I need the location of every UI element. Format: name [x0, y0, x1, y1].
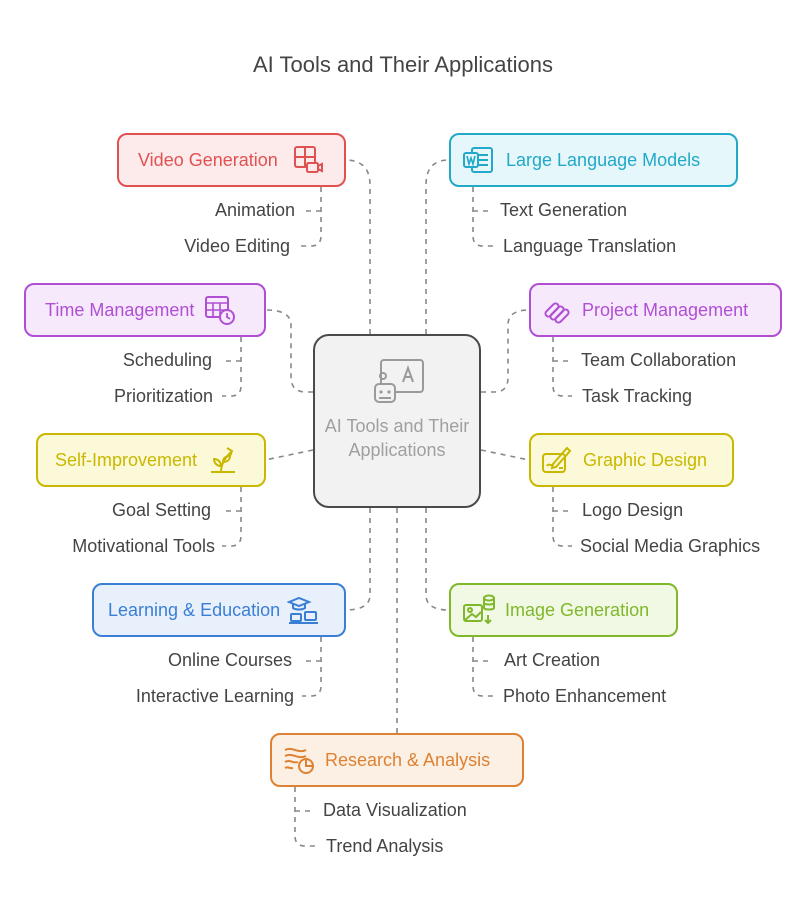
- node-label: Project Management: [582, 299, 749, 320]
- pen-drawing-icon: [542, 446, 572, 473]
- node-large-language-models[interactable]: Large Language Models: [449, 133, 738, 187]
- node-graphic-design[interactable]: Graphic Design: [529, 433, 734, 487]
- node-label: Large Language Models: [506, 149, 701, 170]
- node-label: Time Management: [45, 299, 195, 320]
- node-self-improvement[interactable]: Self-Improvement: [36, 433, 266, 487]
- robot-text-icon: [374, 359, 424, 403]
- node-research-analysis[interactable]: Research & Analysis: [270, 733, 524, 787]
- sub-item: Trend Analysis: [326, 836, 444, 856]
- graduation-laptop-icon: [287, 596, 319, 624]
- node-image-generation[interactable]: Image Generation: [449, 583, 678, 637]
- node-label: Image Generation: [505, 599, 650, 620]
- node-label: Self-Improvement: [55, 449, 198, 470]
- node-label: Graphic Design: [583, 449, 708, 470]
- center-node[interactable]: AI Tools and Their Applications: [313, 334, 481, 508]
- sub-item: Photo Enhancement: [503, 686, 667, 706]
- node-label: Learning & Education: [108, 599, 281, 620]
- sub-item: Prioritization: [113, 386, 213, 406]
- diagram-title: AI Tools and Their Applications: [252, 52, 554, 77]
- video-layout-icon: [293, 146, 323, 173]
- image-database-icon: [463, 594, 495, 625]
- node-video-generation[interactable]: Video Generation: [117, 133, 346, 187]
- sub-item: Art Creation: [504, 650, 601, 670]
- sub-item: Goal Setting: [111, 500, 211, 520]
- sub-item: Social Media Graphics: [580, 536, 761, 556]
- center-label: AI Tools and Their Applications: [324, 416, 470, 460]
- sub-item: Text Generation: [500, 200, 628, 220]
- sub-item: Online Courses: [167, 650, 292, 670]
- node-label: Research & Analysis: [325, 749, 491, 770]
- node-time-management[interactable]: Time Management: [24, 283, 266, 337]
- document-word-icon: [463, 147, 493, 173]
- sub-item: Video Editing: [184, 236, 290, 256]
- calendar-clock-icon: [205, 296, 236, 325]
- stacked-bars-icon: [544, 302, 570, 324]
- sub-item: Motivational Tools: [72, 536, 215, 556]
- sub-item: Animation: [214, 200, 295, 220]
- sub-item: Scheduling: [122, 350, 212, 370]
- node-label: Video Generation: [138, 149, 278, 170]
- growth-plant-icon: [211, 447, 236, 473]
- sub-item: Data Visualization: [323, 800, 467, 820]
- sub-item: Logo Design: [582, 500, 684, 520]
- sub-item: Interactive Learning: [135, 686, 294, 706]
- sub-item: Language Translation: [503, 236, 677, 256]
- node-project-management[interactable]: Project Management: [529, 283, 782, 337]
- sub-item: Team Collaboration: [581, 350, 737, 370]
- sub-item: Task Tracking: [582, 386, 693, 406]
- wave-chart-icon: [284, 747, 314, 774]
- node-learning-education[interactable]: Learning & Education: [92, 583, 346, 637]
